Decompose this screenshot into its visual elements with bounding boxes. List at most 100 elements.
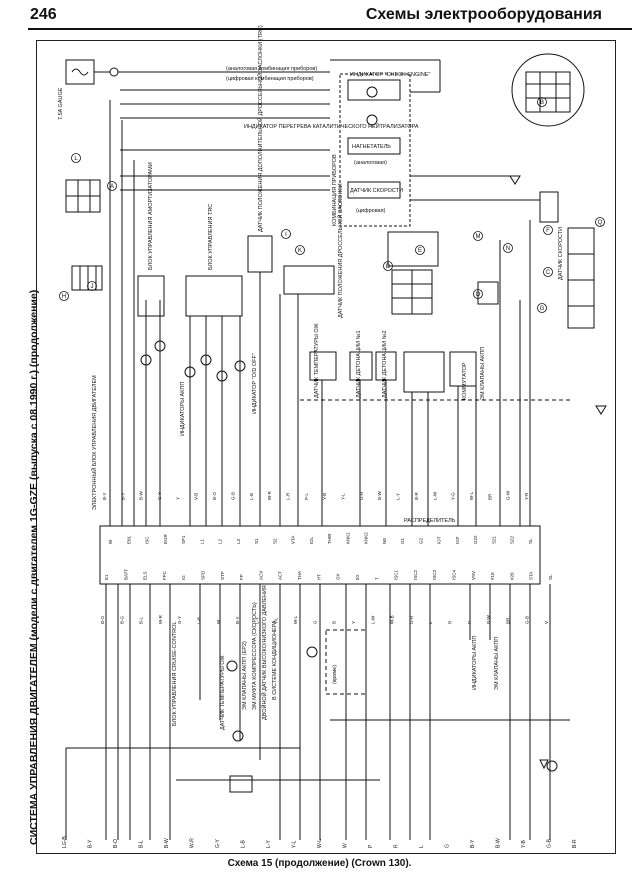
shock-control-unit xyxy=(137,275,165,317)
label-at-valves-ecu: ЭМ КЛАПАНЫ АКПП (ЕР2) xyxy=(242,641,248,710)
connector-letter: M xyxy=(476,234,481,240)
oil-temp-sensor xyxy=(229,775,253,793)
label-at-indicators2: ИНДИКАТОРЫ АКПП xyxy=(472,636,478,690)
trc-control-unit xyxy=(185,275,243,317)
connector-letter: B xyxy=(540,100,544,106)
connector-marker-icon xyxy=(281,229,291,239)
label-at-valves: ЭМ КЛАПАНЫ АКПП xyxy=(480,347,486,400)
connector-marker-icon xyxy=(295,245,305,255)
connector-c xyxy=(567,227,595,329)
connector-marker-icon xyxy=(503,243,513,253)
ecu-pin-label: ISC xyxy=(145,536,150,544)
wire-color-code: L-B xyxy=(249,493,254,500)
connector-marker-icon xyxy=(595,217,605,227)
ecu-pin-label: NE xyxy=(382,538,387,544)
connector-marker-icon xyxy=(473,231,483,241)
wire-color-code: LG-B xyxy=(62,836,68,848)
label-supercharger: НАГНЕТАТЕЛЬ xyxy=(352,144,391,150)
ecu-pin-label: IDL xyxy=(309,537,314,545)
ecu-pin-label: #20 xyxy=(509,572,514,580)
wire-color-code: G-R xyxy=(359,491,364,500)
ecu-pin-label: ISC4 xyxy=(452,569,457,580)
label-pressure-sw: ДВОЙНОЙ ДАТЧИК ВЫСОКО/НИЗКОГО ДАВЛЕНИЯ xyxy=(260,585,268,720)
wire-color-code: Y-L xyxy=(292,840,298,848)
wire-color-code: W-L xyxy=(469,491,474,500)
ecu-pin-label: ACT xyxy=(278,571,283,580)
wire-color-code: W-R xyxy=(158,614,163,624)
wire-color-code: B-L xyxy=(139,840,145,848)
ecu-wires-bottom xyxy=(105,584,551,840)
ecu-pin-label: E2 xyxy=(355,574,360,580)
ecu-pin-label: S2 xyxy=(272,538,277,544)
connector-marker-icon xyxy=(107,181,117,191)
wire-color-code: Y-L xyxy=(341,493,346,500)
label-oil-temp: ДАТЧИК ТЕМПЕРАТУРЫ ОЖ xyxy=(220,655,226,730)
wire-color-code: Y xyxy=(351,621,356,624)
label-digital-combo: (цифровая комбинация приборов) xyxy=(226,76,314,82)
wire-color-code: W-L xyxy=(293,615,298,624)
coolant-temp-sensor xyxy=(309,351,337,381)
ecu-pin-label: EGR xyxy=(163,533,168,544)
ecu-pin-label: ISC3 xyxy=(432,569,437,580)
wire-color-code: B-R xyxy=(414,492,419,501)
wire-color-code: W-R xyxy=(267,490,272,500)
label-commutator: КОММУТАТОР xyxy=(462,362,468,400)
ecu-pin-label: L3 xyxy=(236,538,241,544)
wire-color-code: B-R xyxy=(572,839,578,848)
supercharger-box xyxy=(347,137,401,155)
wire-color-code: B-W xyxy=(377,491,382,501)
wire-color-code: L-R xyxy=(286,492,291,500)
ecu-pin-label: IGT xyxy=(437,536,442,544)
label-distributor: РАСПРЕДЕЛИТЕЛЬ xyxy=(404,518,456,524)
ecu-pin-label: S21 xyxy=(492,535,497,544)
header-rule xyxy=(28,28,632,30)
ecu-pin-label: KNK1 xyxy=(345,532,350,544)
label-trc-throttle: ДАТЧИК ПОЛОЖЕНИЯ ДОПОЛНИТЕЛЬНОЙ ДРОССЕЛЬ… xyxy=(256,25,264,232)
connector-letter: K xyxy=(298,248,302,254)
label-cat-overheat: ИНДИКАТОР ПЕРЕГРЕВА КАТАЛИТИЧЕСКОГО НЕЙТ… xyxy=(244,122,419,130)
label-shock-unit: БЛОК УПРАВЛЕНИЯ АМОРТИЗАТОРАМИ xyxy=(148,162,154,270)
label-gauge: 7.5A GAUGE xyxy=(58,87,64,120)
ecu-pin-label: SPD xyxy=(201,570,206,580)
wire-color-code: L-W xyxy=(432,491,437,500)
wire-color-code: B-O xyxy=(212,492,217,501)
ecu-pin-label: G2 xyxy=(418,537,423,544)
wire-color-code: L xyxy=(419,845,425,848)
dashed-option-box xyxy=(325,629,367,695)
figure-caption: Схема 15 (продолжение) (Crown 130). xyxy=(227,858,412,869)
wire-color-code: W-L xyxy=(317,839,323,848)
trc-throttle-sensor xyxy=(247,235,273,273)
check-engine-box xyxy=(347,79,401,101)
label-analog-combo: (аналоговая комбинация приборов) xyxy=(226,66,317,72)
wire-color-code: V-B xyxy=(194,493,199,500)
wire-color-code: B-Y xyxy=(470,839,476,848)
wire-color-code: R xyxy=(448,620,453,624)
wire-color-code: B-W xyxy=(486,615,491,625)
wire-color-code: G-B xyxy=(547,838,553,848)
label-except: (кроме) xyxy=(332,665,338,684)
label-throttle-pos: ДАТЧИК ПОЛОЖЕНИЯ ДРОССЕЛЬНОЙ ЗАСЛОНКИ xyxy=(336,183,344,318)
connector-marker-icon xyxy=(543,225,553,235)
wire-color-code: P xyxy=(467,621,472,624)
label-speed-sensor: ДАТЧИК СКОРОСТИ xyxy=(350,188,403,194)
ecu-pin-label: BATT xyxy=(123,569,128,580)
wire-color-code: B-Y xyxy=(235,616,240,624)
wire-color-code: B-Y xyxy=(102,492,107,500)
wire-color-code: L-Y xyxy=(396,493,401,500)
connector-letter: G xyxy=(540,306,545,312)
wire-color-code: L-Y xyxy=(254,617,259,624)
wire-color-code: P-L xyxy=(304,493,309,501)
wire-color-code: L-B xyxy=(197,617,202,624)
wire-color-code: Y-L xyxy=(274,617,279,624)
diagram-frame xyxy=(36,40,616,854)
connector-b xyxy=(71,265,103,291)
ecu-pin-label: W xyxy=(108,539,113,544)
connector-marker-icon xyxy=(473,289,483,299)
wire-color-code: B-G xyxy=(119,616,124,625)
ecu-pin-label: ISC2 xyxy=(413,569,418,580)
throttle-position-sensor xyxy=(283,265,335,295)
wire-color-code: G xyxy=(445,844,451,848)
wire-color-code: G-R xyxy=(409,615,414,624)
